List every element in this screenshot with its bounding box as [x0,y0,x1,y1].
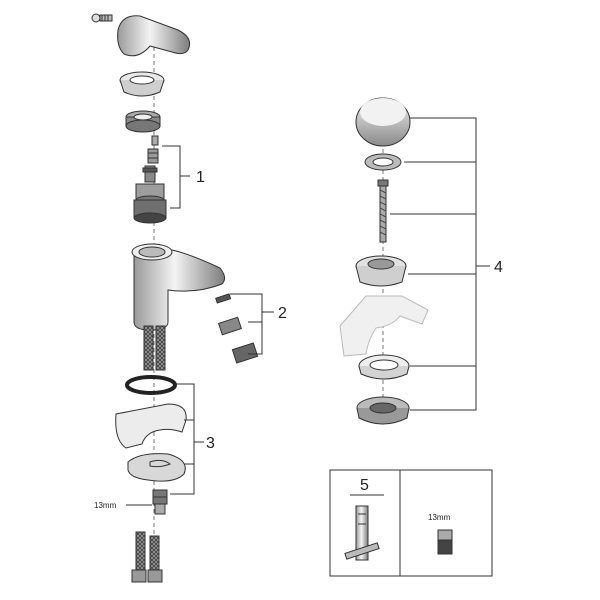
mounting-nut [152,489,168,515]
o-ring-seal [125,375,177,395]
callout-1-bracket [162,145,190,209]
callout-4-bracket [390,117,490,411]
grub-screw [147,148,159,164]
tools-box-frame [329,469,493,577]
basin-section-outline [339,295,429,357]
callout-2-number: 2 [278,305,287,322]
callout-5-number: 5 [360,477,369,494]
adjuster-spindle [142,165,158,183]
callout-3-bracket [170,383,204,495]
grub-screw-top [151,135,159,146]
aerator-washer [215,293,232,304]
horseshoe-washer [127,453,186,482]
waste-flange [355,255,407,287]
hose-connections-bottom [131,531,163,583]
aerator-housing [231,342,259,364]
flex-hose-left [143,325,154,371]
aerator-insert [218,316,242,336]
flex-hose-right [155,325,166,371]
socket-dimension-label: 13mm [428,513,451,522]
cartridge-nut [125,110,161,133]
ceramic-cartridge [133,183,167,224]
cover-rosette [119,71,165,97]
callout-4-number: 4 [494,259,503,276]
plug-seal-ring [364,153,402,171]
waste-washer [358,354,410,380]
waste-body-nut [356,396,410,425]
faucet-body [131,243,226,331]
callout-3-number: 3 [206,435,215,452]
faucet-assembly: 13mm [91,13,259,583]
lever-handle [117,15,191,57]
tools-box [329,469,493,577]
nut-dimension-label: 13mm [94,501,117,510]
waste-rod-bolt [377,179,389,243]
pop-up-waste-assembly [339,97,429,425]
c-shape-support-plate [115,403,187,449]
callout-1-number: 1 [196,169,205,186]
service-key-tool [344,505,380,561]
callout-2-bracket [230,293,274,355]
handle-screw [91,13,113,23]
spanner-socket [437,529,453,555]
waste-plug-cap [355,97,411,147]
